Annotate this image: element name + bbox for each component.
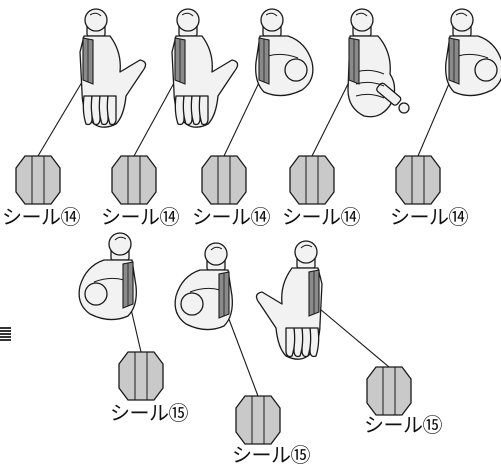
sticker-label-8: シール⑮ bbox=[364, 415, 443, 437]
finger bbox=[106, 95, 117, 126]
leader-line bbox=[417, 71, 455, 157]
knuckle-line bbox=[355, 93, 385, 99]
sticker-label-5: シール⑭ bbox=[390, 207, 469, 229]
leader-line bbox=[133, 71, 181, 157]
sticker-5 bbox=[395, 155, 441, 205]
hand-7 bbox=[174, 242, 233, 331]
finger bbox=[190, 95, 201, 126]
page-edge-mark bbox=[0, 327, 11, 341]
knuckle-line bbox=[189, 287, 221, 293]
hand-4 bbox=[347, 8, 410, 118]
sticker-shape bbox=[118, 351, 164, 401]
ball-joint bbox=[108, 232, 132, 256]
sticker-2 bbox=[111, 155, 157, 205]
leader-line bbox=[311, 71, 355, 157]
hand-2 bbox=[171, 8, 239, 128]
thumb bbox=[474, 58, 498, 82]
ball-joint bbox=[350, 8, 374, 32]
leader-line bbox=[37, 71, 89, 157]
finger bbox=[293, 327, 304, 358]
grip-ring bbox=[398, 102, 410, 114]
ball-highlight bbox=[89, 12, 102, 17]
finger bbox=[98, 95, 109, 126]
ball-highlight bbox=[355, 12, 368, 17]
finger bbox=[285, 327, 296, 358]
ball-highlight bbox=[265, 12, 278, 17]
ball-joint bbox=[204, 242, 228, 266]
hand-1 bbox=[79, 8, 147, 128]
finger bbox=[182, 95, 193, 126]
hand-6 bbox=[78, 232, 137, 321]
finger bbox=[301, 327, 312, 358]
sticker-label-4: シール⑭ bbox=[282, 207, 361, 229]
ball-highlight bbox=[181, 12, 194, 17]
ball-joint bbox=[260, 8, 284, 32]
ball-highlight bbox=[300, 244, 313, 249]
knuckle-line bbox=[93, 277, 125, 283]
grip-peg bbox=[376, 82, 402, 106]
sticker-shape bbox=[289, 155, 335, 205]
ball-highlight bbox=[114, 236, 127, 241]
sticker-label-6: シール⑮ bbox=[110, 403, 189, 425]
finger bbox=[174, 95, 185, 126]
sticker-shape bbox=[235, 395, 281, 445]
thumb bbox=[284, 58, 308, 82]
knuckle-line bbox=[267, 53, 299, 59]
leader-line bbox=[223, 71, 265, 157]
ball-joint bbox=[450, 8, 474, 32]
ball-highlight bbox=[455, 12, 468, 17]
ball-joint bbox=[176, 8, 200, 32]
sticker-6 bbox=[118, 351, 164, 401]
sticker-3 bbox=[201, 155, 247, 205]
sticker-shape bbox=[366, 366, 412, 416]
hand-8 bbox=[255, 240, 323, 360]
knuckle-line bbox=[457, 53, 489, 59]
ball-joint bbox=[84, 8, 108, 32]
thumb bbox=[84, 282, 108, 306]
finger bbox=[90, 95, 101, 126]
sticker-label-7: シール⑮ bbox=[232, 445, 311, 467]
sticker-1 bbox=[15, 155, 61, 205]
sticker-7 bbox=[235, 395, 281, 445]
sticker-shape bbox=[15, 155, 61, 205]
thumb bbox=[180, 292, 204, 316]
hand-3 bbox=[255, 8, 314, 97]
sticker-label-3: シール⑭ bbox=[192, 207, 271, 229]
hand-5 bbox=[445, 8, 501, 97]
sticker-shape bbox=[395, 155, 441, 205]
sticker-4 bbox=[289, 155, 335, 205]
sticker-label-2: シール⑭ bbox=[101, 207, 180, 229]
ball-joint bbox=[294, 240, 318, 264]
sticker-shape bbox=[111, 155, 157, 205]
leader-line bbox=[313, 303, 390, 368]
sticker-8 bbox=[366, 366, 412, 416]
finger bbox=[82, 95, 93, 126]
leader-line bbox=[223, 305, 259, 397]
sticker-shape bbox=[201, 155, 247, 205]
finger bbox=[309, 327, 320, 358]
sticker-label-1: シール⑭ bbox=[2, 207, 81, 229]
ball-highlight bbox=[210, 246, 223, 251]
finger bbox=[198, 95, 209, 126]
